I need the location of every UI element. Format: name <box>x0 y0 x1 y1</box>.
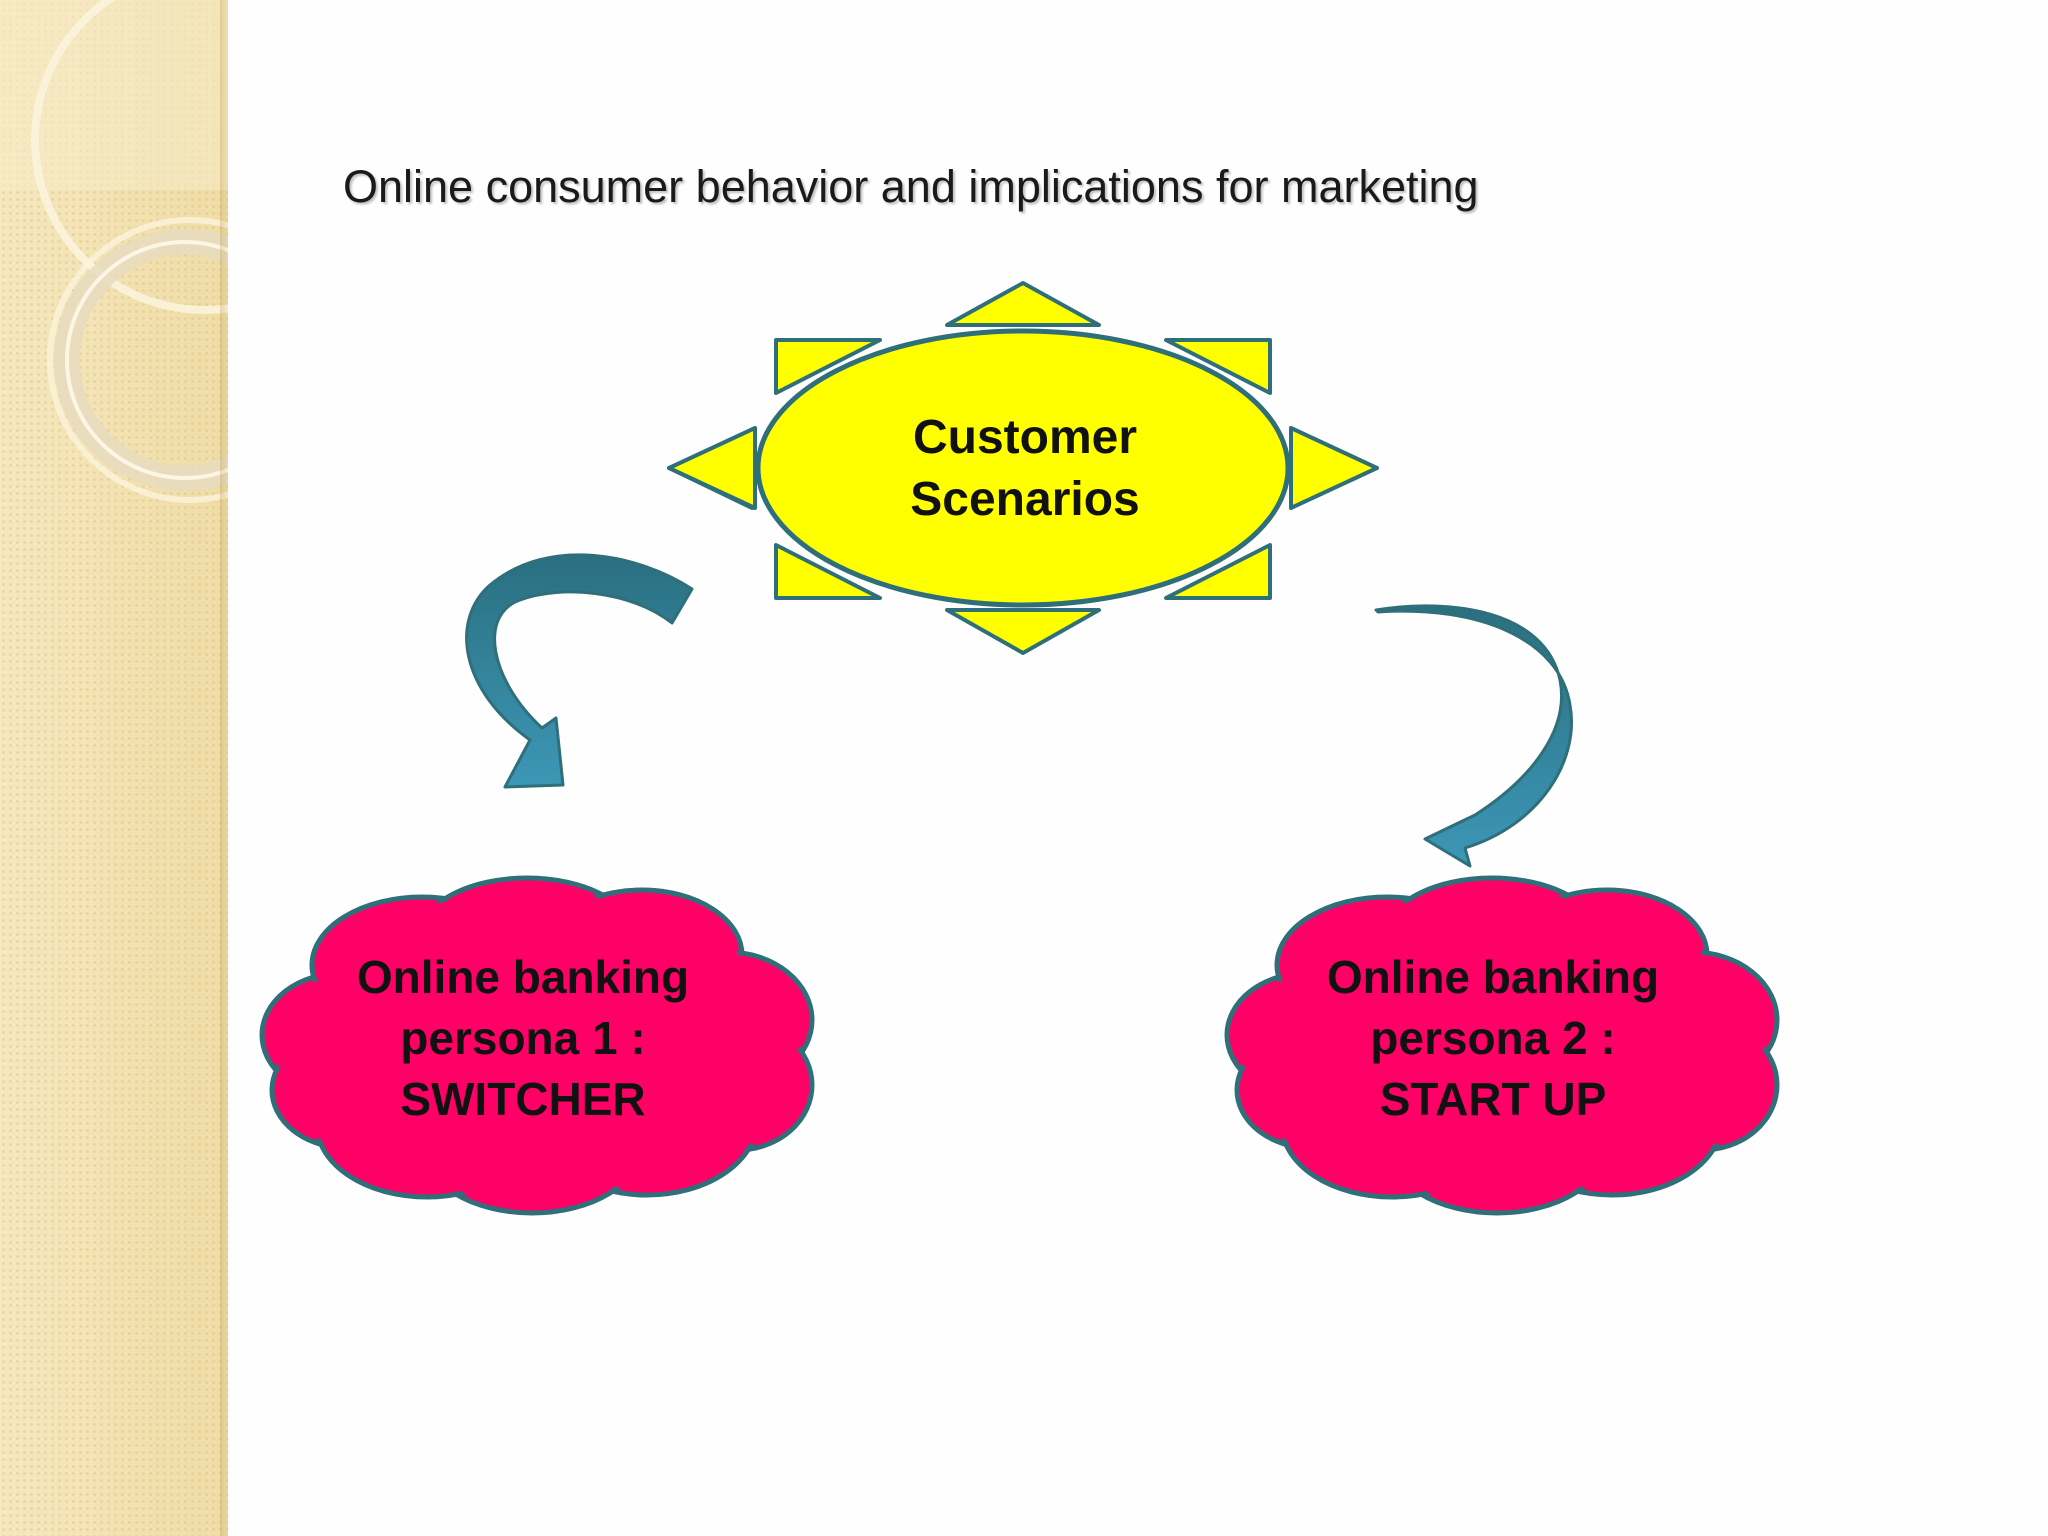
persona-1-line: SWITCHER <box>400 1073 646 1125</box>
cloud-persona-2 <box>1224 875 1780 1216</box>
slide-title: Online consumer behavior and implication… <box>343 161 1479 212</box>
persona-1-line: Online banking <box>356 951 690 1003</box>
center-node-line: Scenarios <box>910 473 1140 526</box>
center-node-label: Customer Scenarios <box>835 407 1215 531</box>
curved-arrow-left-icon <box>465 553 694 789</box>
curved-arrow-right-icon <box>1374 604 1573 868</box>
center-node-line: Customer <box>912 411 1138 464</box>
persona-2-line: persona 2 : <box>1370 1012 1616 1064</box>
sun-shape <box>667 281 1379 655</box>
persona-1-label: Online banking persona 1 : SWITCHER <box>313 947 733 1130</box>
persona-2-line: START UP <box>1379 1073 1607 1125</box>
persona-1-line: persona 1 : <box>400 1012 646 1064</box>
cloud-persona-1 <box>259 875 815 1216</box>
decorative-side-panel <box>0 0 228 1536</box>
persona-2-line: Online banking <box>1326 951 1660 1003</box>
decorative-rings <box>0 0 228 503</box>
persona-2-label: Online banking persona 2 : START UP <box>1283 947 1703 1130</box>
